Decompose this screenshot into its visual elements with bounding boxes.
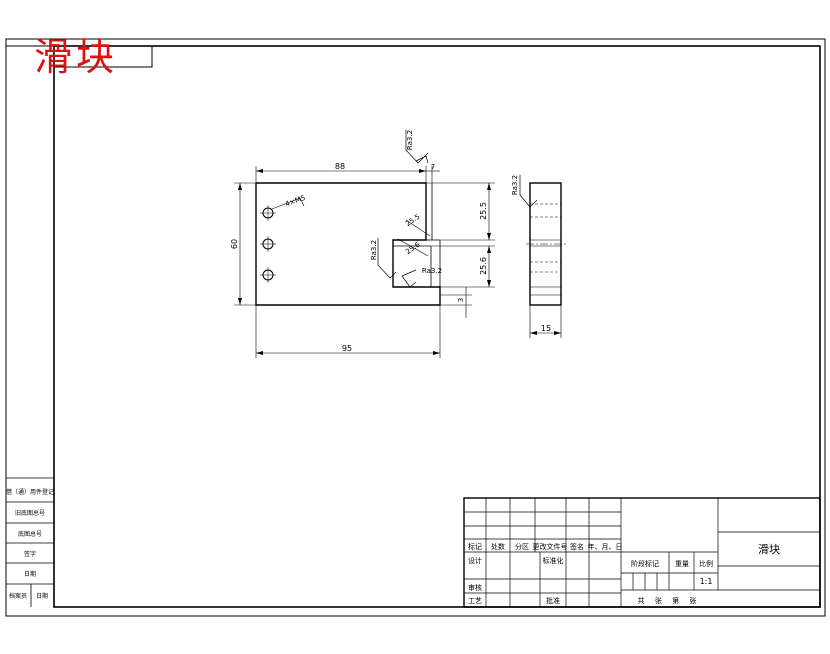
tb-qty: 处数: [491, 542, 505, 551]
strip-cell4: 签字: [24, 550, 36, 558]
strip-cell6a: 档案员: [9, 592, 27, 600]
roughness-symbols: [377, 130, 538, 288]
tb-weight: 重量: [675, 560, 689, 568]
roughness-2: Ra3.2: [511, 175, 519, 195]
left-strip-table: [6, 477, 54, 607]
roughness-3: Ra3.2: [370, 240, 378, 260]
tb-design: 设计: [468, 556, 482, 565]
outer-border: [5, 38, 826, 617]
dim-bottom-length: 95: [342, 344, 352, 353]
tb-zone: 分区: [515, 542, 529, 551]
tb-stage: 阶段标记: [631, 559, 659, 568]
red-title-watermark: 滑块: [34, 35, 119, 79]
tb-sheets: 共 张 第 张: [638, 596, 701, 605]
tb-doc: 更改文件号: [533, 542, 568, 551]
dim-top-length: 88: [335, 162, 345, 171]
side-view: [526, 182, 566, 338]
roughness-4: Ra3.2: [422, 267, 442, 275]
strip-cell6b: 日期: [36, 592, 48, 600]
dim-small-gap: 3: [457, 298, 465, 302]
tb-std: 标准化: [543, 556, 564, 565]
dim-hole-note: 4×M5: [284, 194, 306, 209]
tb-scale: 1:1: [700, 577, 713, 586]
tb-scale-label: 比例: [699, 559, 713, 568]
tb-part-name: 滑块: [758, 543, 780, 556]
dim-inner-b: 25.6: [404, 240, 422, 256]
roughness-1: Ra3.2: [406, 130, 414, 150]
strip-cell3: 底图总号: [18, 530, 42, 538]
dim-right-lower: 25.6: [479, 257, 488, 275]
title-block-grid: [463, 497, 821, 608]
inner-border: [53, 45, 821, 608]
dim-height: 60: [230, 239, 239, 249]
strip-cell1: 借（通）用件登记: [6, 488, 54, 496]
front-dimensions: [234, 166, 495, 358]
dim-right-upper: 25.5: [479, 202, 488, 220]
tb-process: 工艺: [468, 597, 482, 605]
dim-top-gap: 7: [431, 163, 435, 171]
tb-approve: 批准: [546, 596, 560, 605]
dim-inner-a: 25.5: [404, 213, 421, 228]
tb-date: 年、月、日: [588, 542, 623, 551]
strip-cell5: 日期: [24, 570, 36, 578]
front-view: [255, 182, 441, 306]
corner-box: [53, 45, 153, 68]
strip-cell2: 旧底图总号: [15, 509, 45, 517]
tb-review: 审核: [468, 583, 482, 592]
tb-sign: 签名: [570, 542, 584, 551]
front-outline: [255, 182, 441, 306]
tb-mark: 标记: [468, 542, 482, 551]
dim-side-width: 15: [541, 324, 551, 333]
front-arrows: [238, 169, 491, 355]
